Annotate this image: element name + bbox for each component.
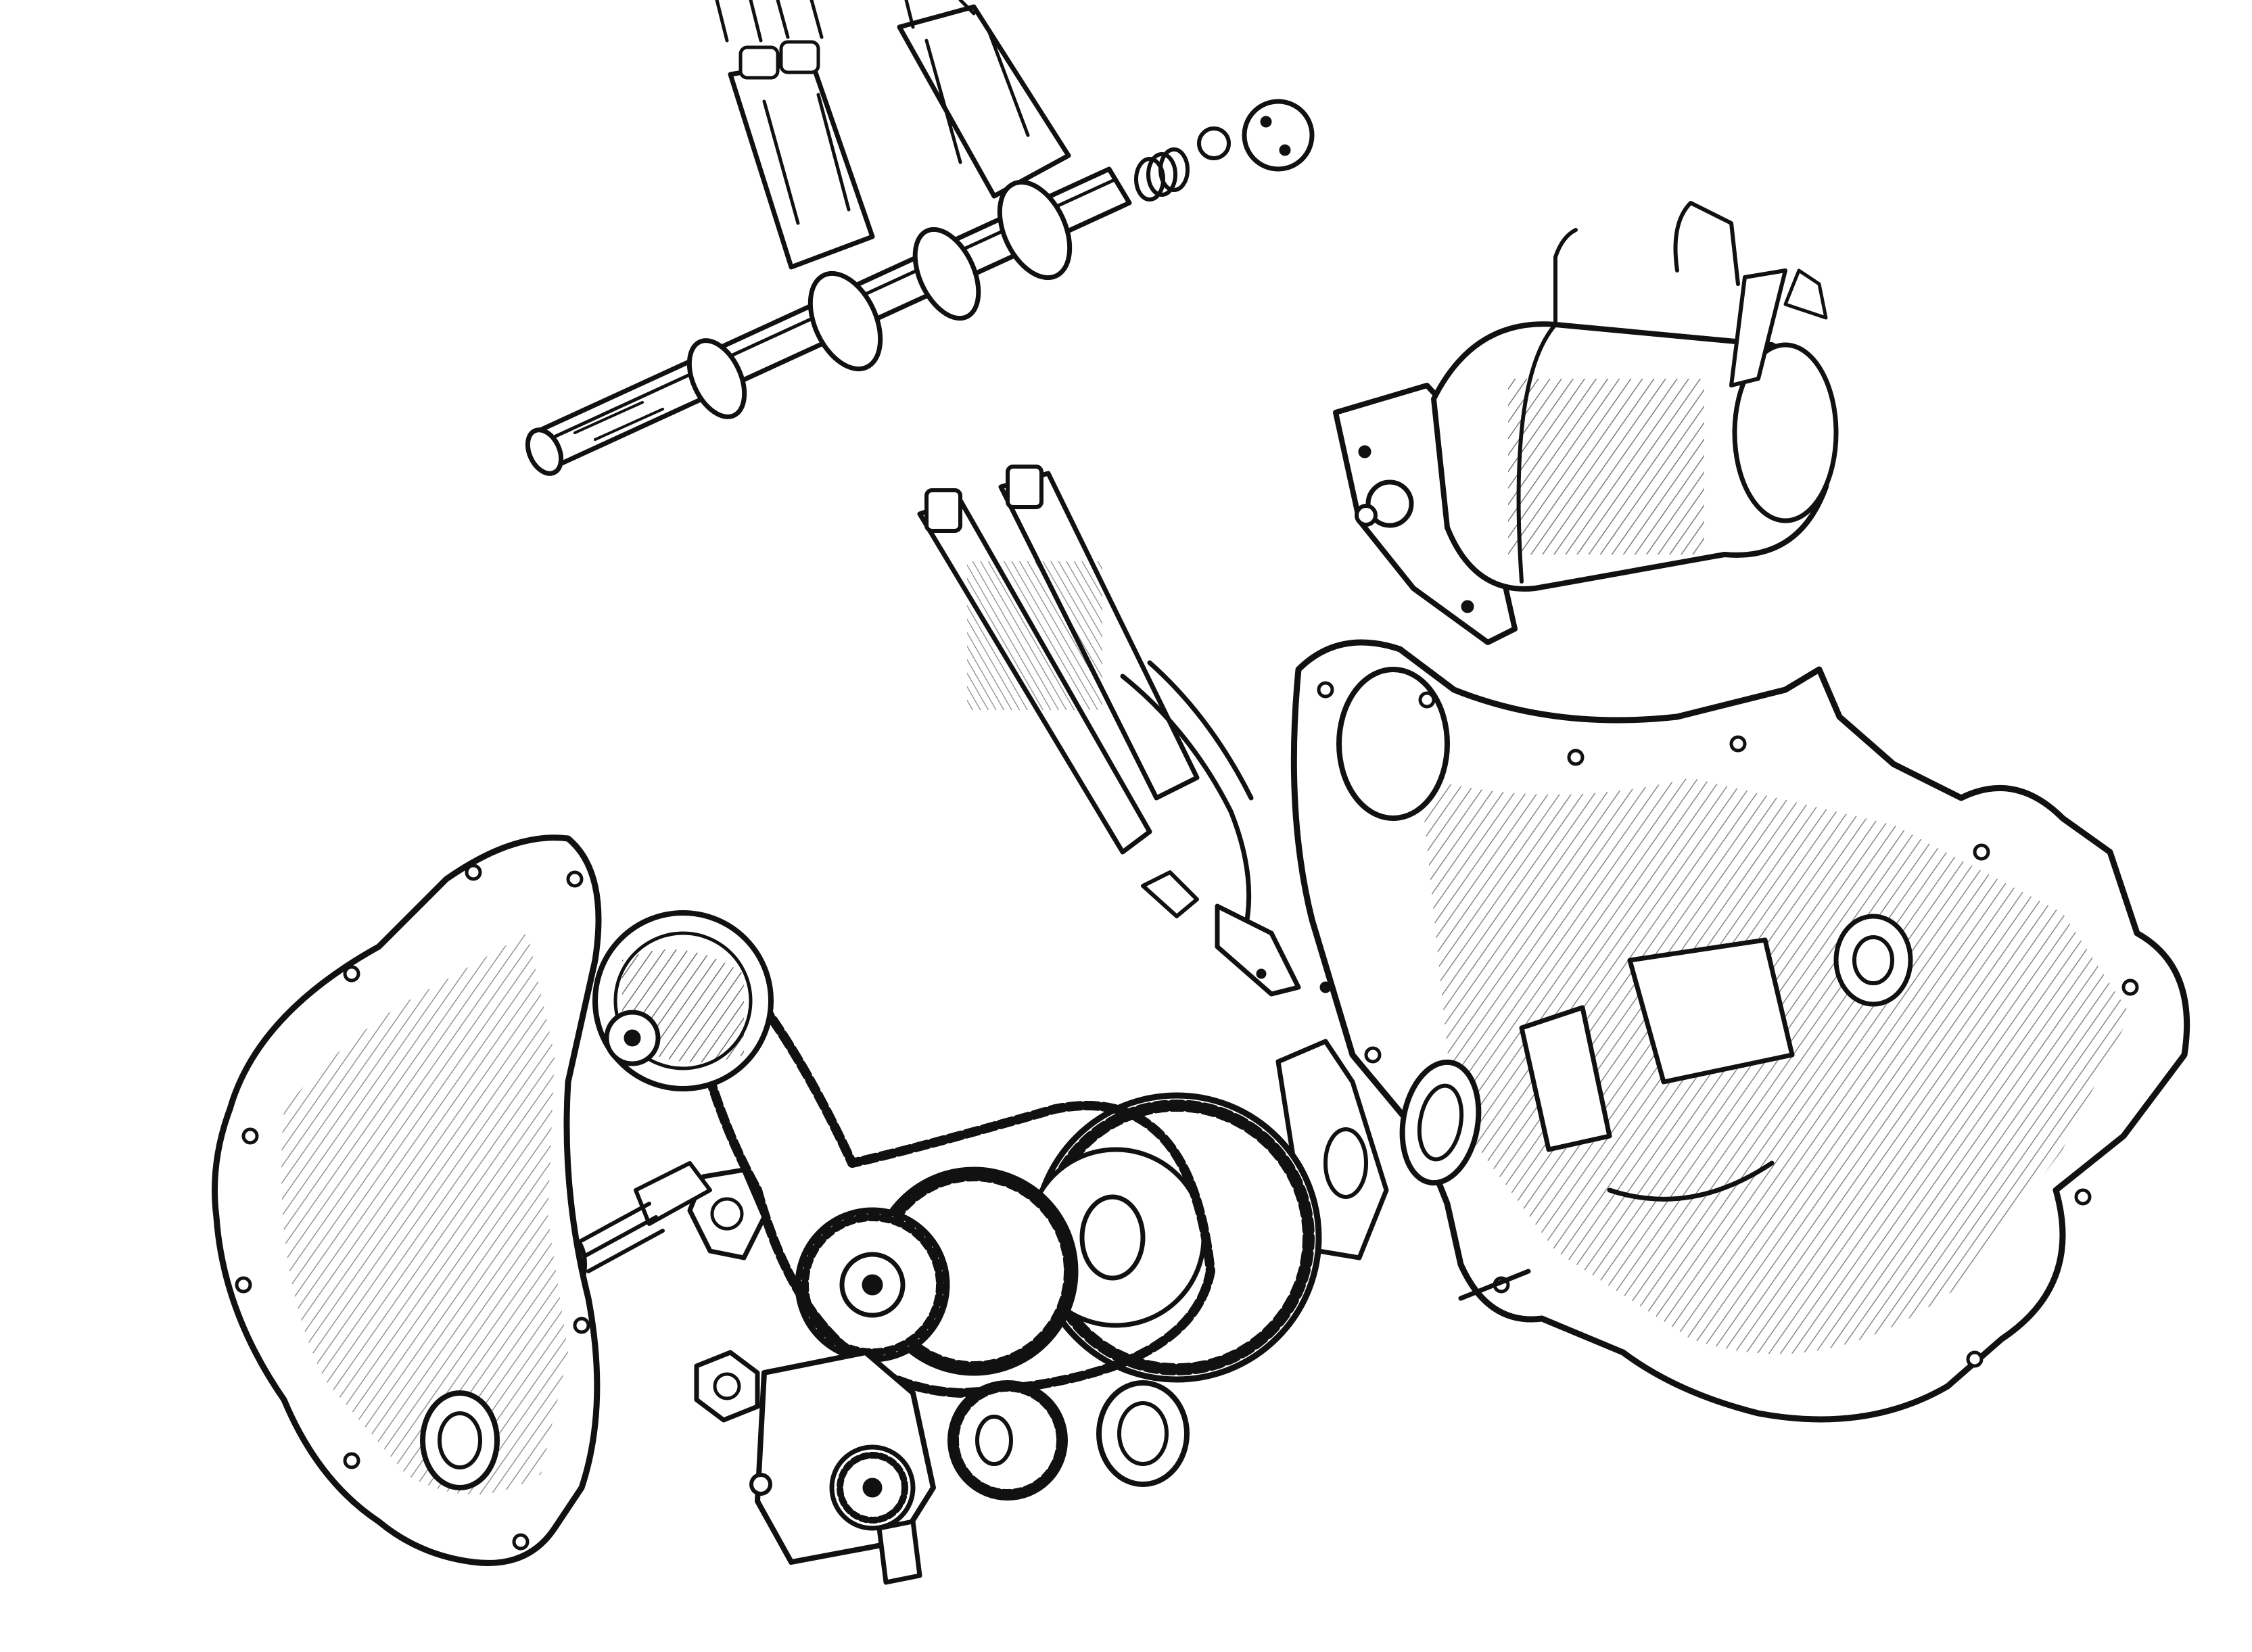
camshaft — [525, 166, 1132, 476]
tappet-guide-left — [715, 0, 875, 270]
oil-seal — [1399, 1059, 1482, 1186]
timing-cover — [212, 834, 602, 1566]
crankcase-half — [1290, 639, 2190, 1423]
crankcase-bolt-holes — [1317, 681, 2139, 1368]
oil-pump — [749, 1350, 936, 1585]
nut-lower — [694, 1350, 760, 1423]
camshaft-sprocket — [795, 1207, 950, 1363]
push-rod-tubes — [917, 465, 1332, 997]
timing-gear-large — [1025, 1092, 1322, 1383]
camshaft-spring — [1134, 147, 1190, 202]
ignition-advance-unit — [592, 910, 774, 1091]
tappet-guide-right — [897, 0, 1071, 199]
timing-chain — [672, 915, 1215, 1398]
magneto — [1333, 201, 1839, 645]
timing-cover-screw-holes — [235, 864, 590, 1551]
washer-right — [1096, 1380, 1190, 1487]
camshaft-thrust-plate — [1197, 99, 1315, 172]
camshaft-lobes — [686, 179, 1073, 419]
idler-gear — [947, 1380, 1068, 1501]
